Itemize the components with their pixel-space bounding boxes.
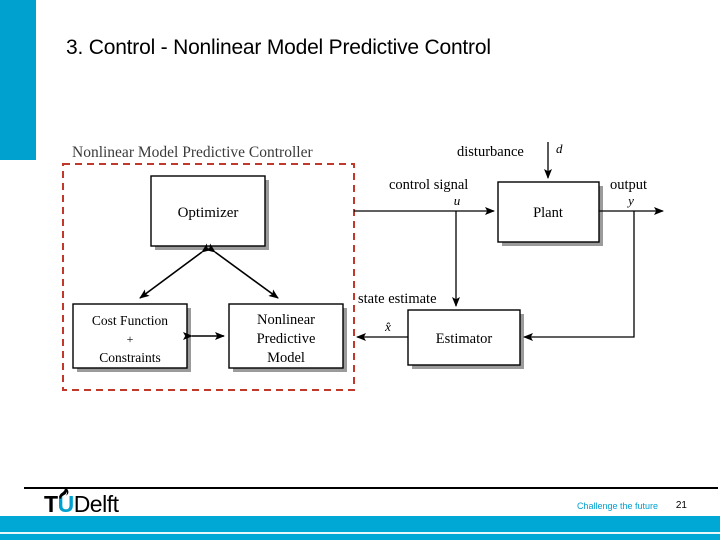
optimizer-label: Optimizer [178,205,239,221]
cost-function-label: Cost Function [92,313,168,328]
plant-label: Plant [533,205,563,221]
slide-accent-bar [0,0,36,160]
output-label: output [610,177,647,193]
arrow-optimizer-costfunction [139,243,212,299]
footer-accent-band [0,516,720,540]
logo-letter-t: T [44,491,58,517]
predictive-model-label-2: Predictive [257,331,316,347]
cost-function-plus: + [127,332,134,346]
predictive-model-label-3: Model [267,350,305,366]
footer-tagline: Challenge the future [576,501,658,511]
state-estimate-symbol: x̂ [384,319,391,334]
disturbance-label: disturbance [457,144,524,160]
estimator-box-shadow [412,314,524,369]
predictive-model-label-1: Nonlinear [257,312,315,328]
logo-letter-u: U [57,491,75,517]
nonlinear-predictive-model-box [228,303,344,369]
logo-word-delft: Delft [73,491,119,517]
tudelft-logo: TUDelft [44,487,119,517]
control-signal-symbol: u [454,193,461,208]
controller-dashed-boundary [62,163,355,391]
cost-function-box [72,303,188,369]
optimizer-box [150,175,266,247]
signal-feedback-y-to-estimator [523,211,635,341]
control-signal-label: control signal [389,177,468,193]
logo-wordmark: TUDelft [44,491,119,517]
footer-accent-band-line [0,532,720,534]
slide-page-number: 21 [675,500,687,511]
estimator-box [407,309,521,366]
plant-box [497,181,600,243]
cost-function-constraints: Constraints [99,350,161,365]
plant-box-shadow [502,186,603,246]
output-symbol: y [626,193,634,208]
cost-function-box-shadow [77,308,191,372]
controller-group-label: Nonlinear Model Predictive Controller [72,144,313,161]
page-title: 3. Control - Nonlinear Model Predictive … [66,36,491,59]
estimator-label: Estimator [436,331,493,347]
state-estimate-label: state estimate [358,291,437,307]
disturbance-symbol: d [556,141,563,156]
arrow-optimizer-predictivemodel [205,243,279,299]
flame-icon [59,487,69,499]
footer-divider-rule [24,487,718,489]
optimizer-box-shadow [155,180,269,250]
nonlinear-predictive-model-box-shadow [233,308,347,372]
